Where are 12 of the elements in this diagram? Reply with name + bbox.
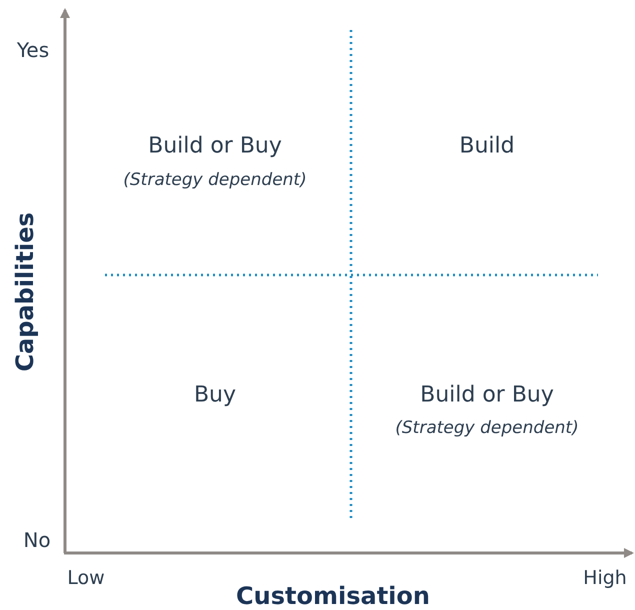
axis-value: No	[23, 528, 51, 552]
axis-title: Customisation	[236, 582, 430, 610]
axis-value: Low	[67, 567, 105, 589]
quadrant-label: Build or Buy	[420, 382, 554, 408]
quadrant-label: Build or Buy	[148, 134, 282, 158]
axis-value: Yes	[16, 38, 50, 62]
quadrant-note: (Strategy dependent)	[123, 170, 307, 190]
quadrant-label: Build	[459, 134, 515, 158]
quadrant-label: Buy	[194, 382, 236, 408]
axis-value: High	[583, 567, 627, 589]
quadrant-note: (Strategy dependent)	[395, 418, 579, 438]
axis-title: Capabilities	[11, 212, 39, 372]
